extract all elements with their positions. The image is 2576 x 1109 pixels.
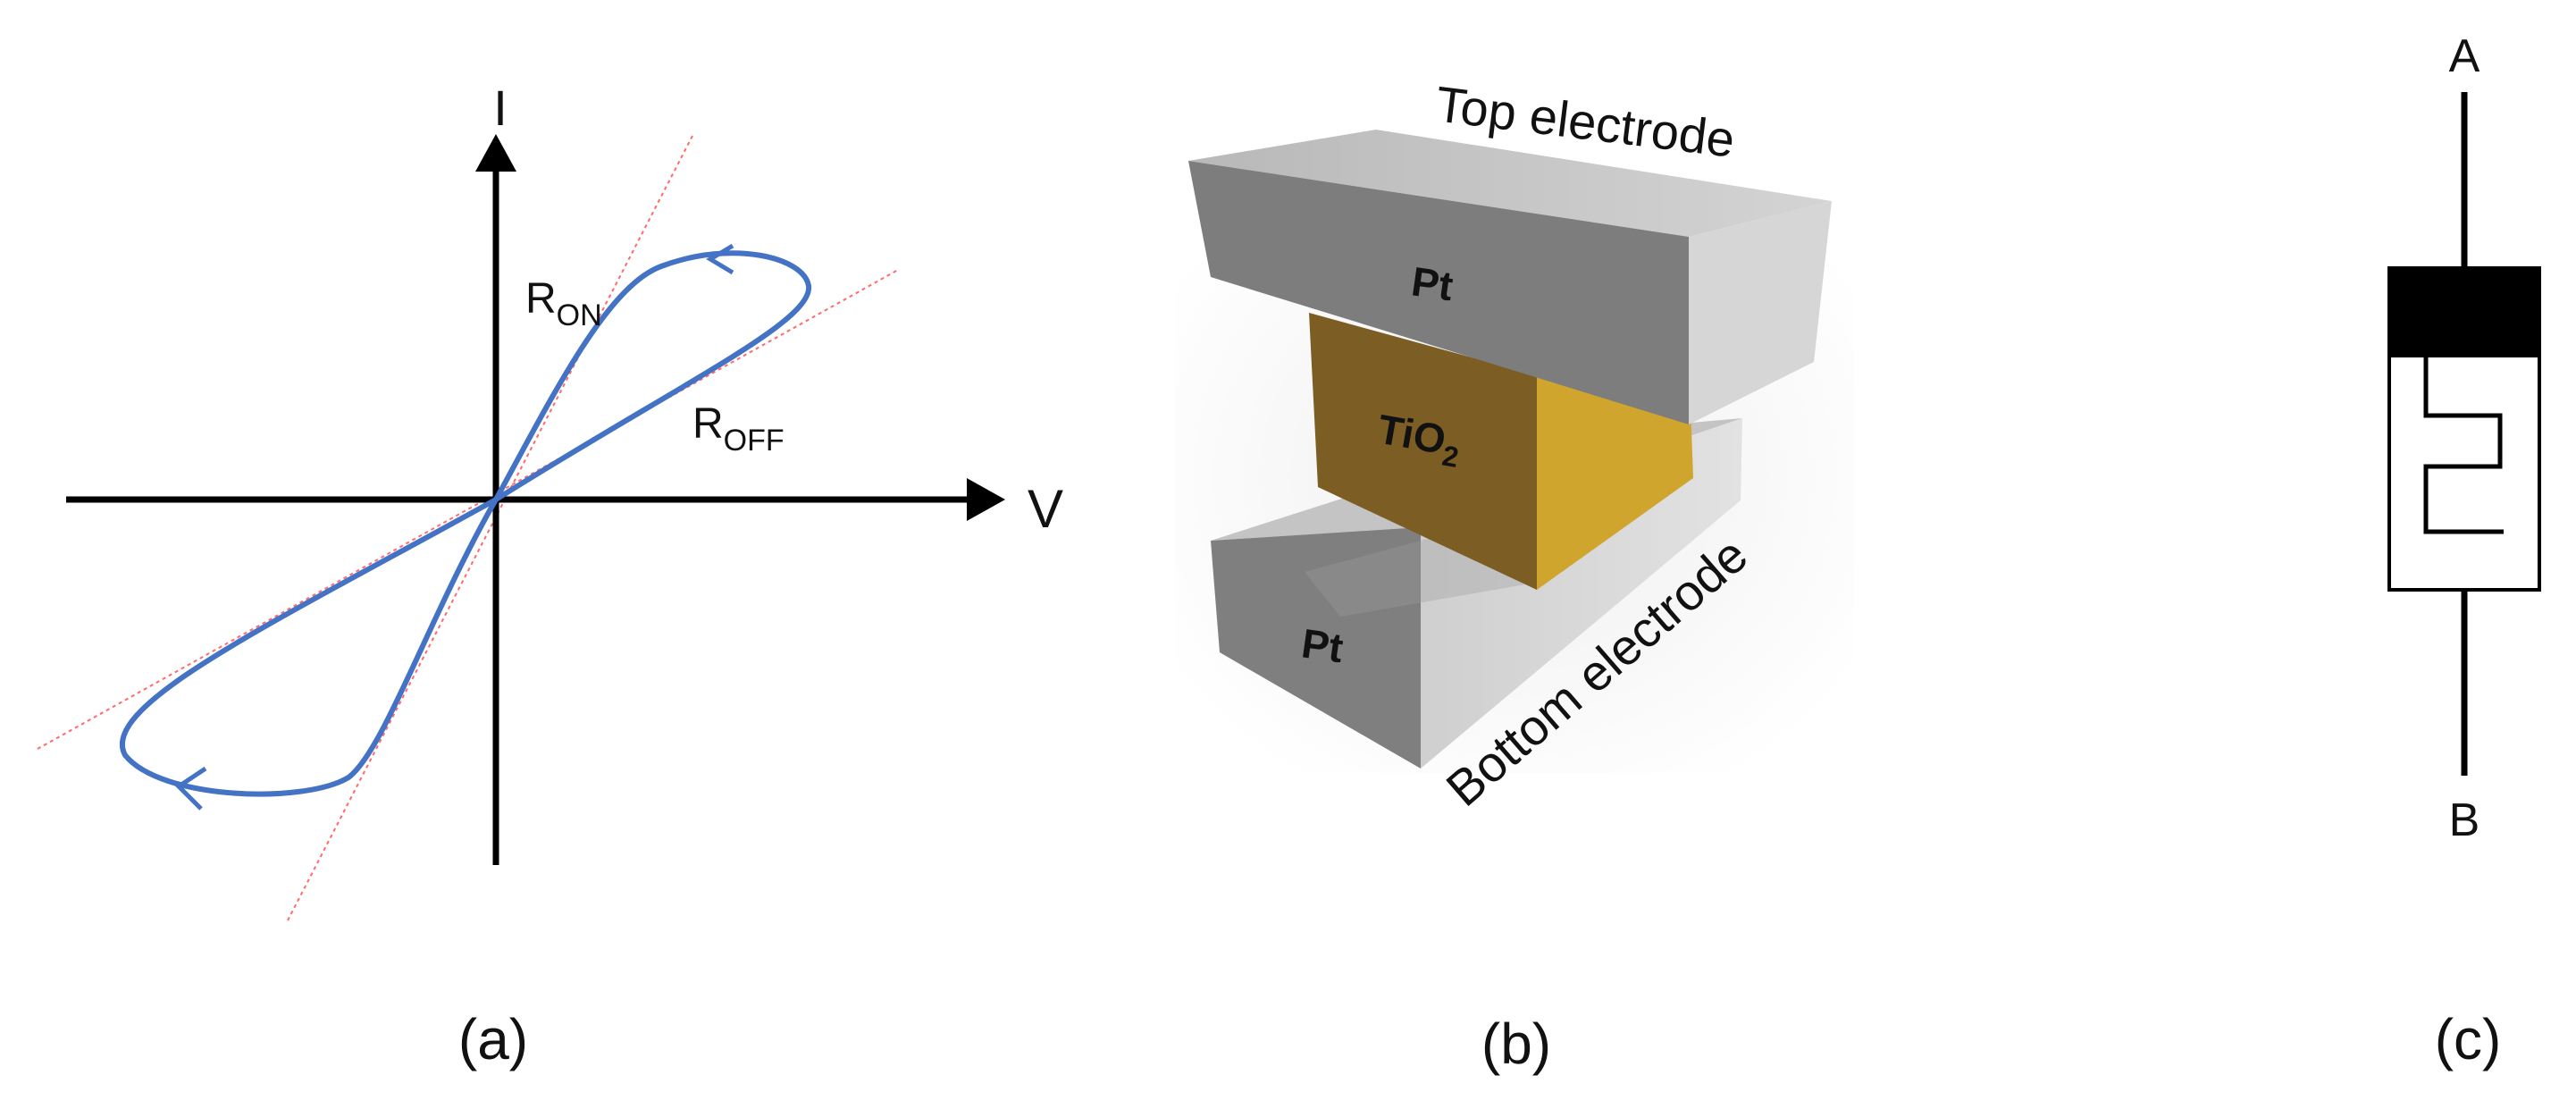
panel-c-memristor-symbol: A B (c) — [2387, 30, 2541, 1071]
oxide-side-face — [1537, 357, 1693, 590]
memristor-zigzag — [2423, 357, 2504, 534]
top-electrode-front-face — [1188, 161, 1689, 424]
caption-b: (b) — [1481, 1012, 1551, 1076]
bottom-electrode-material: Pt — [1299, 619, 1347, 671]
terminal-a-label: A — [2449, 30, 2480, 82]
caption-a: (a) — [458, 1007, 528, 1071]
v-axis-label: V — [1028, 479, 1063, 539]
loop-direction-arrow-bottom — [175, 766, 207, 811]
i-axis-label: I — [493, 80, 508, 136]
v-axis-arrowhead — [967, 478, 1005, 521]
top-electrode-top-face — [1188, 130, 1832, 237]
r-on-label: RON — [525, 275, 602, 332]
bottom-electrode-front-face — [1211, 527, 1421, 769]
r-off-asymptote — [37, 269, 899, 750]
terminal-b-label: B — [2449, 794, 2480, 846]
oxide-front-face — [1309, 313, 1537, 590]
hysteresis-loop-upper — [493, 250, 812, 502]
top-electrode-material: Pt — [1409, 257, 1456, 309]
i-axis-arrowhead — [475, 134, 516, 172]
hysteresis-loop-lower — [119, 497, 499, 797]
oxide-material: TiO2 — [1373, 406, 1465, 474]
loop-direction-arrow-top — [706, 243, 734, 275]
panel-a-iv-curve: I V RON ROFF (a) — [37, 80, 1063, 1071]
caption-c: (c) — [2435, 1007, 2502, 1071]
top-electrode-side-face — [1689, 201, 1832, 424]
r-off-label: ROFF — [692, 400, 785, 458]
r-on-asymptote — [287, 135, 693, 921]
panel-b-device-structure: Pt TiO2 Pt Top electrode Bottom electrod… — [1175, 75, 1854, 1076]
memristor-polarity-band — [2389, 268, 2539, 357]
